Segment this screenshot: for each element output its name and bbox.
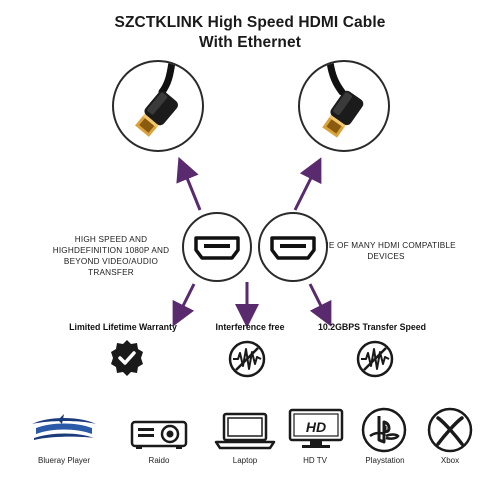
bluray-logo-icon: [32, 414, 96, 440]
hdmi-plug-icon: [135, 62, 179, 137]
svg-text:HD: HD: [306, 419, 326, 435]
device-label-xbox: Xbox: [440, 456, 460, 465]
hdmi-port-icon: [270, 236, 316, 260]
waveform-icon: [356, 340, 394, 378]
arrow-down-right: [308, 283, 332, 327]
badge-check-icon: [111, 340, 143, 376]
hdmi-plug-right-circle: [298, 60, 390, 152]
device-label-hdtv: HD TV: [303, 456, 327, 465]
hdmi-port-icon: [194, 236, 240, 260]
projector-icon: [130, 420, 188, 449]
feature-label-interference: Interference free: [215, 322, 285, 332]
hdmi-port-right-circle: [258, 212, 328, 282]
device-label-laptop: Laptop: [232, 456, 258, 465]
right-description: ONE OF MANY HDMI COMPATIBLE DEVICES: [316, 241, 456, 261]
hdmi-plug-icon: [322, 62, 364, 138]
page-title-line-2: With Ethernet: [199, 34, 301, 51]
arrow-down-left: [172, 283, 196, 327]
device-label-playstation: Playstation: [365, 456, 405, 465]
arrow-up-left: [176, 156, 202, 211]
device-label-projector: Raido: [148, 456, 170, 465]
feature-label-transfer-speed: 10.2GBPS Transfer Speed: [317, 322, 427, 332]
page-title-line-1: SZCTKLINK High Speed HDMI Cable: [114, 14, 386, 31]
waveform-icon: [228, 340, 266, 378]
playstation-logo-icon: [361, 407, 407, 453]
hdmi-plug-left-circle: [112, 60, 204, 152]
hdmi-port-left-circle: [182, 212, 252, 282]
hdtv-icon: HD: [288, 408, 344, 448]
arrow-up-right: [293, 157, 322, 211]
feature-label-warranty: Limited Lifetime Warranty: [69, 322, 177, 332]
device-label-bluray: Blueray Player: [37, 456, 91, 465]
xbox-logo-icon: [427, 407, 473, 453]
left-description: HIGH SPEED AND HIGHDEFINITION 1080P AND …: [52, 235, 170, 277]
laptop-icon: [214, 412, 276, 450]
